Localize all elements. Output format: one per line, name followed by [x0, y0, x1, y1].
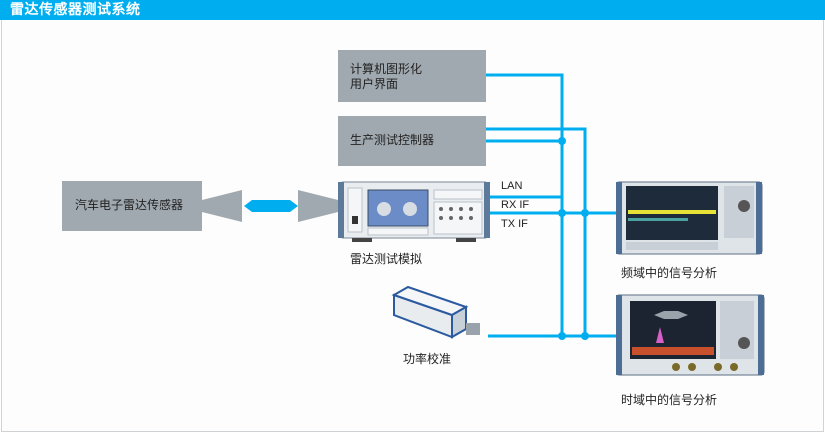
sensor-beam-left	[202, 190, 242, 222]
sensor-block: 汽车电子雷达传感器	[62, 181, 202, 231]
spectrum-analyzer-device	[616, 181, 763, 255]
header-bar: 雷达传感器测试系统	[0, 0, 825, 20]
sensor-label: 汽车电子雷达传感器	[75, 198, 184, 212]
controller-block: 生产测试控制器	[338, 116, 486, 166]
signal-tx-if: TX IF	[501, 218, 528, 230]
junction-dot	[558, 209, 566, 217]
junction-dot	[558, 332, 566, 340]
junction-dot	[558, 137, 566, 145]
signal-rx-if: RX IF	[501, 199, 530, 211]
time-analysis-label: 时域中的信号分析	[621, 393, 718, 407]
power-cal-label: 功率校准	[403, 352, 452, 366]
wire-gui-lan	[486, 73, 564, 199]
power-sensor-device	[391, 285, 480, 339]
controller-label: 生产测试控制器	[350, 133, 435, 147]
bidirectional-arrow	[244, 200, 298, 212]
radar-simulator-device	[338, 181, 490, 242]
gui-block: 计算机图形化 用户界面	[338, 50, 486, 102]
gui-label-line1: 计算机图形化	[350, 62, 423, 76]
gui-label-line2: 用户界面	[350, 77, 399, 91]
sensor-beam-right	[298, 190, 338, 222]
page-title: 雷达传感器测试系统	[10, 2, 141, 18]
wire-controller-top	[486, 127, 587, 338]
freq-analysis-label: 频域中的信号分析	[621, 266, 718, 280]
junction-dot	[581, 332, 589, 340]
signal-lan: LAN	[501, 180, 523, 192]
oscilloscope-device	[616, 294, 765, 376]
junction-dot	[581, 209, 589, 217]
radar-simulator-label: 雷达测试模拟	[350, 252, 423, 266]
